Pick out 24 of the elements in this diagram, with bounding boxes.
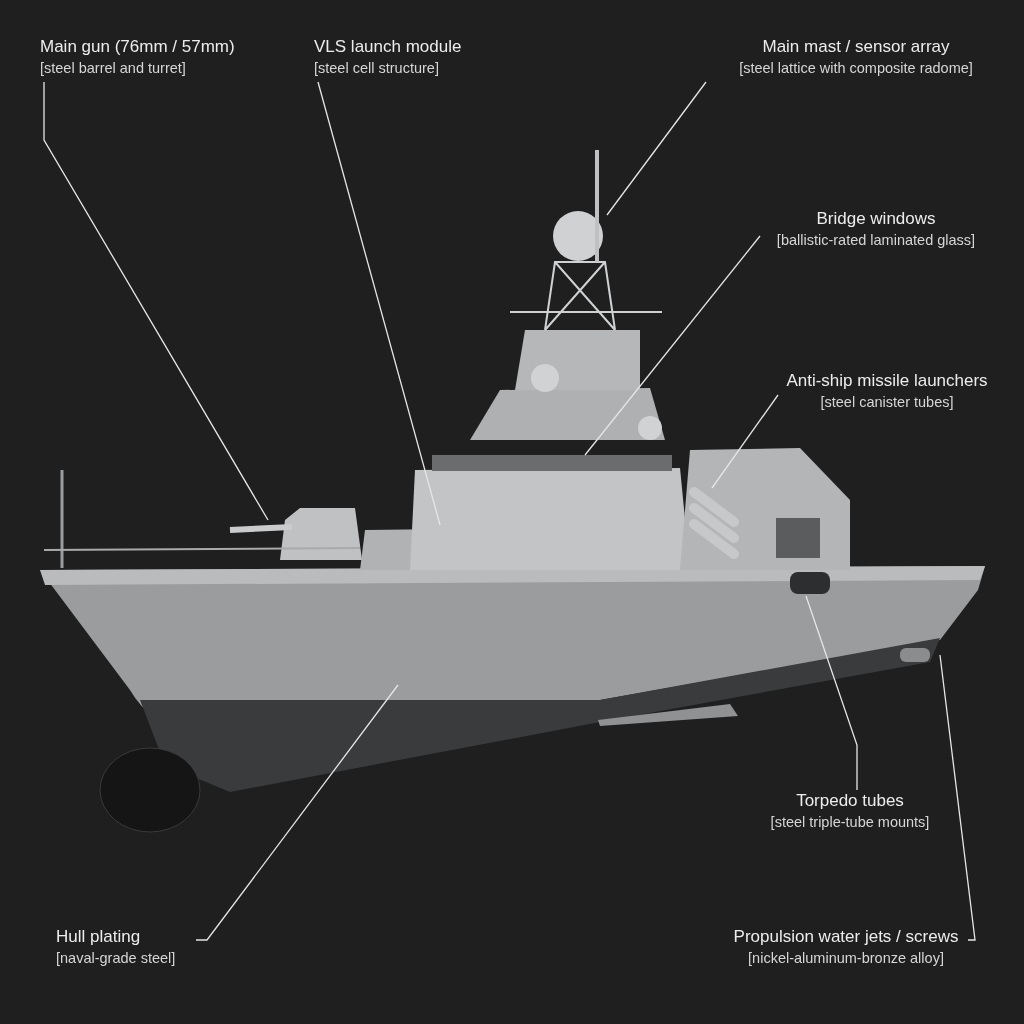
part-name: VLS launch module (314, 36, 463, 58)
part-name: Torpedo tubes (795, 790, 905, 812)
material-note: [steel barrel and turret] (40, 59, 187, 78)
part-name: Propulsion water jets / screws (732, 926, 960, 948)
material-note: [nickel-aluminum-bronze alloy] (747, 949, 945, 968)
material-note: [steel lattice with composite radome] (738, 59, 974, 78)
leader-line (606, 81, 707, 216)
part-name: Hull plating (56, 926, 142, 948)
leader-line (805, 595, 858, 791)
material-note: [ballistic-rated laminated glass] (775, 231, 977, 250)
part-name: Main gun (76mm / 57mm) (40, 36, 236, 58)
leader-line (711, 394, 779, 489)
part-name: Bridge windows (815, 208, 937, 230)
material-note: [steel cell structure] (314, 59, 440, 78)
leader-line (939, 654, 976, 941)
leader-line (317, 81, 441, 526)
leader-line (43, 81, 269, 521)
material-note: [steel triple-tube mounts] (769, 813, 931, 832)
leader-line (584, 235, 761, 456)
material-note: [steel canister tubes] (819, 393, 955, 412)
material-note: [naval-grade steel] (56, 949, 177, 968)
leader-line (195, 684, 399, 941)
part-name: Anti-ship missile launchers (785, 370, 989, 392)
part-name: Main mast / sensor array (761, 36, 951, 58)
